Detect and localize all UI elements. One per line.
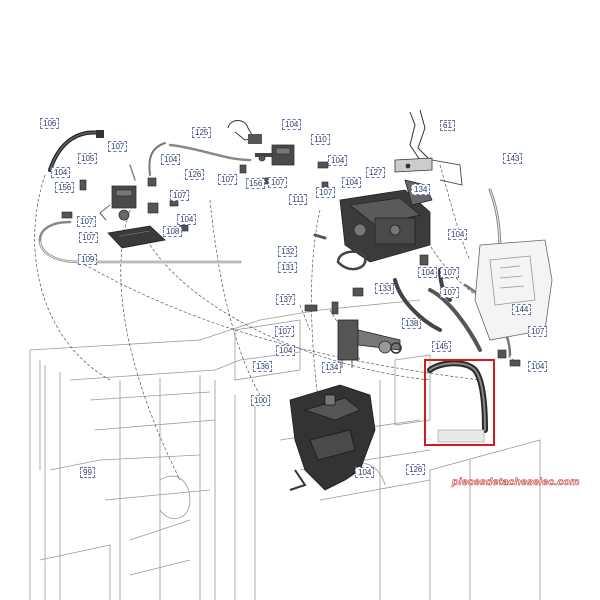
part-label: 134 (411, 184, 431, 195)
part-label: 100 (251, 395, 271, 406)
part-label: 156 (55, 182, 75, 193)
part-label: 107 (79, 232, 99, 243)
part-label: 107 (170, 190, 190, 201)
brew-unit (289, 384, 376, 491)
part-label: 104 (528, 361, 548, 372)
water-tank (474, 239, 553, 341)
part-label: 145 (432, 341, 452, 352)
part-label: 106 (40, 118, 60, 129)
part-label: 136 (253, 361, 273, 372)
part-label: 104 (418, 267, 438, 278)
part-label: 107 (268, 177, 288, 188)
part-label: 104 (51, 167, 71, 178)
part-label: 134 (322, 362, 342, 373)
part-label: 107 (440, 267, 460, 278)
part-label: 144 (512, 304, 532, 315)
connector (248, 134, 262, 144)
part-label: 104 (177, 214, 197, 225)
part-label: 61 (440, 120, 455, 131)
part-label: 107 (77, 216, 97, 227)
part-label: 107 (440, 287, 460, 298)
part-label: 107 (218, 174, 238, 185)
tube-end (96, 130, 104, 138)
part-label: 104 (282, 119, 302, 130)
part-label: 126 (185, 169, 205, 180)
part-label: 104 (161, 154, 181, 165)
part-label: 107 (275, 326, 295, 337)
part-label: 108 (163, 226, 183, 237)
part-label: 107 (528, 326, 548, 337)
bracket (394, 157, 463, 186)
mounting-plate (107, 225, 166, 249)
part-label: 125 (192, 127, 212, 138)
part-label: 110 (311, 134, 330, 145)
part-label: 137 (276, 294, 296, 305)
solenoid-valve-105 (99, 185, 137, 221)
part-label: 126 (406, 464, 426, 475)
part-label: 104 (328, 155, 348, 166)
tube-bracket (437, 429, 485, 443)
watermark: piecesdetacheselec.com (452, 476, 580, 489)
valve-assembly-134 (337, 319, 402, 368)
part-label: 99 (80, 467, 95, 478)
part-label: 104 (276, 345, 296, 356)
part-label: 131 (278, 262, 298, 273)
part-label: 105 (78, 153, 98, 164)
part-label: 133 (375, 283, 395, 294)
highlight-box (424, 359, 495, 446)
solenoid-valve-110 (255, 144, 295, 166)
part-label: 107 (316, 187, 336, 198)
part-label: 107 (108, 141, 128, 152)
part-label: 138 (402, 318, 422, 329)
part-label: 104 (448, 229, 468, 240)
part-label: 109 (78, 254, 98, 265)
part-label: 127 (366, 167, 386, 178)
part-label: 132 (278, 246, 298, 257)
part-label: 156 (246, 178, 266, 189)
part-label: 143 (503, 153, 523, 164)
part-label: 104 (342, 177, 362, 188)
part-label: 111 (289, 194, 308, 205)
part-label: 104 (355, 467, 375, 478)
